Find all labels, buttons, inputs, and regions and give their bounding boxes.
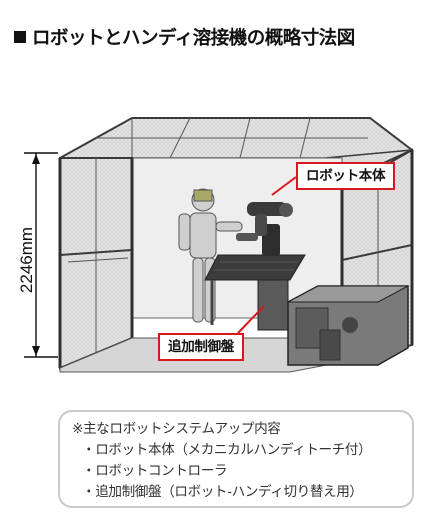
control-panel-leader-line [237,305,265,334]
control-panel-box [257,279,289,331]
notes-item: ・ロボットコントローラ [82,463,228,479]
system-notes-box: ※主なロボットシステムアップ内容 ・ロボット本体（メカニカルハンディトーチ付） … [58,410,414,508]
title-bullet-square [14,31,26,43]
welding-machine [287,285,409,366]
control-panel-callout: 追加制御盤 [158,333,244,361]
height-dimension-label: 2246mm [17,226,36,294]
booth-left-wall [59,157,133,370]
notes-item: ・追加制御盤（ロボット-ハンディ切り替え用） [82,484,363,500]
robot-body-callout: ロボット本体 [296,162,396,190]
robot-body-leader-line [271,176,297,196]
notes-heading: ※主なロボットシステムアップ内容 [72,421,281,437]
page-title: ロボットとハンディ溶接機の概略寸法図 [14,24,355,50]
height-dimension-line [24,152,58,358]
operator-figure [178,188,243,323]
notes-item: ・ロボット本体（メカニカルハンディトーチ付） [82,442,372,458]
title-text: ロボットとハンディ溶接機の概略寸法図 [32,28,355,49]
robot-arm [236,202,293,256]
